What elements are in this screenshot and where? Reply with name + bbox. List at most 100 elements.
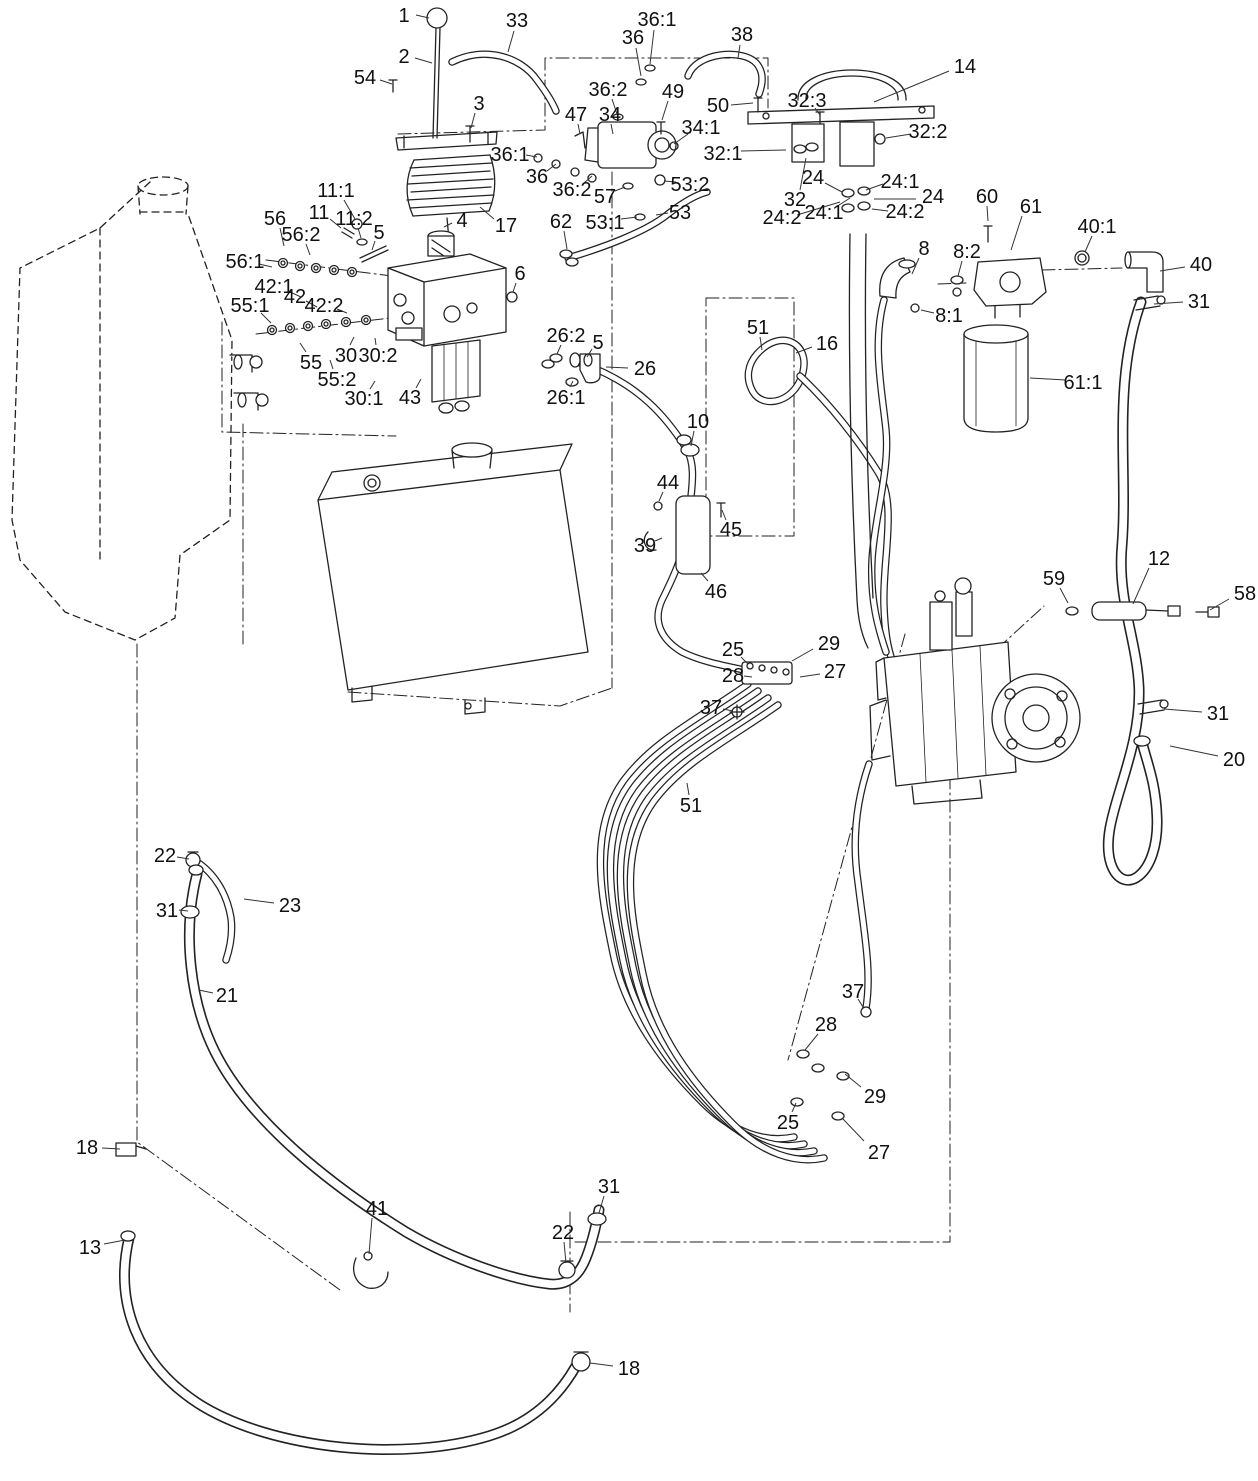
callout-leader-8:2-46 [957,260,963,277]
filter-head [973,225,1090,319]
part-callout-40:1-42: 40:1 [1078,216,1117,238]
shift-lever [388,7,498,151]
part-callout-32:2-13: 32:2 [909,121,948,143]
callout-leader-24:2-35 [871,208,889,212]
callout-leader-42-49 [305,300,318,308]
part-callout-4-43: 4 [456,210,467,232]
part-callout-2-1: 2 [398,46,409,68]
part-callout-36:1-17: 36:1 [491,144,530,166]
callout-leader-32:3-12 [814,107,821,116]
clamps-bottom [115,851,607,1372]
callout-leader-30:1-65 [369,380,376,390]
pump-assembly [869,577,1081,805]
part-callout-26:2-55: 26:2 [547,325,586,347]
part-callout-26:1-64: 26:1 [547,387,586,409]
callout-leader-11-26 [329,218,342,229]
callout-leader-11:2-40 [357,227,362,239]
part-callout-32:3-12: 32:3 [788,90,827,112]
part-callout-8-45: 8 [918,238,929,260]
callout-leader-31-85 [178,909,189,912]
part-callout-18-98: 18 [618,1358,640,1380]
part-callout-30:1-65: 30:1 [345,388,384,410]
part-callout-37-80: 37 [700,697,722,719]
callout-leader-31-52 [1153,301,1184,305]
part-callout-22-96: 22 [552,1222,574,1244]
part-callout-11:2-40: 11:2 [335,208,372,230]
callout-leader-32-31 [799,157,807,191]
callout-leader-25-76 [740,656,749,665]
part-callout-11:1-25: 11:1 [317,180,354,202]
callout-leader-27-79 [799,673,821,678]
callout-leader-3-8 [470,112,476,129]
part-callout-24-23: 24 [802,167,824,189]
callout-leader-27-92 [842,1118,865,1142]
hoses [125,54,1158,1449]
part-callout-61:1-67: 61:1 [1064,372,1103,394]
callout-leader-44-69 [658,491,664,502]
part-callout-54-2: 54 [354,67,376,89]
part-callout-40-44: 40 [1190,254,1212,276]
oil-filter [963,324,1029,433]
callout-leader-22-96 [563,1241,567,1264]
callout-leader-24:1-24 [865,183,884,191]
part-callout-25-91: 25 [777,1112,799,1134]
part-callout-41-95: 41 [366,1198,388,1220]
callout-leader-43-66 [415,378,422,389]
part-callout-49-10: 49 [662,81,684,103]
callout-leader-32:2-13 [885,133,912,139]
callout-leader-28-78 [743,675,753,678]
bracket-46-group [643,434,726,575]
part-callout-42:2-50: 42:2 [305,295,344,317]
callout-leader-42:2-50 [336,308,348,314]
part-callout-55:2-62: 55:2 [318,369,357,391]
part-callout-10-68: 10 [687,411,709,433]
part-callout-53-30: 53 [669,202,691,224]
part-callout-27-92: 27 [868,1142,890,1164]
part-callout-51-83: 51 [680,795,702,817]
part-callout-31-94: 31 [598,1176,620,1198]
callout-leader-59-73 [1059,587,1069,604]
callout-leader-36:2-20 [583,175,593,184]
part-callout-24:1-33: 24:1 [805,202,844,224]
callout-leader-58-75 [1209,598,1230,611]
part-callout-14-7: 14 [954,56,976,78]
part-callout-53:2-22: 53:2 [671,174,710,196]
part-callout-57-21: 57 [594,186,616,208]
part-callout-37-88: 37 [842,981,864,1003]
callout-leader-1-0 [415,14,430,19]
part-callout-24:2-32: 24:2 [763,207,802,229]
callout-leader-38-6 [737,44,741,59]
callout-leader-53:2-22 [663,180,677,183]
part-callout-32-31: 32 [784,189,806,211]
callout-leader-30:2-61 [374,337,377,346]
part-callout-17-27: 17 [495,215,517,237]
part-callout-24:1-24: 24:1 [881,171,920,193]
part-callout-38-6: 38 [731,24,753,46]
callout-leader-30-60 [349,336,355,346]
callout-leader-55-59 [299,342,307,353]
callout-leader-26-63 [605,366,629,369]
callout-leader-29-90 [844,1073,862,1088]
part-callout-59-73: 59 [1043,568,1065,590]
callout-leader-37-88 [857,998,864,1008]
callout-leader-56-38 [279,227,285,247]
part-callout-24-34: 24 [922,186,944,208]
part-callout-28-78: 28 [722,665,744,687]
part-callout-23-86: 23 [279,895,301,917]
callout-leader-53:1-29 [620,216,638,220]
part-callout-44-69: 44 [657,472,679,494]
elbow-fitting-8 [879,257,964,313]
part-callout-36-4: 36 [622,27,644,49]
callout-leader-40-44 [1159,266,1186,272]
part-callout-21-87: 21 [216,985,238,1007]
elbow-fitting-40 [1124,251,1169,747]
callout-leader-11:1-25 [343,199,356,220]
lever-knob [426,7,448,29]
part-callout-55-59: 55 [300,352,322,374]
part-callout-56-38: 56 [264,208,286,230]
part-callout-20-82: 20 [1223,749,1245,771]
part-callout-6-51: 6 [514,263,525,285]
callout-leader-17-27 [479,206,495,220]
part-callout-1-0: 1 [398,5,409,27]
